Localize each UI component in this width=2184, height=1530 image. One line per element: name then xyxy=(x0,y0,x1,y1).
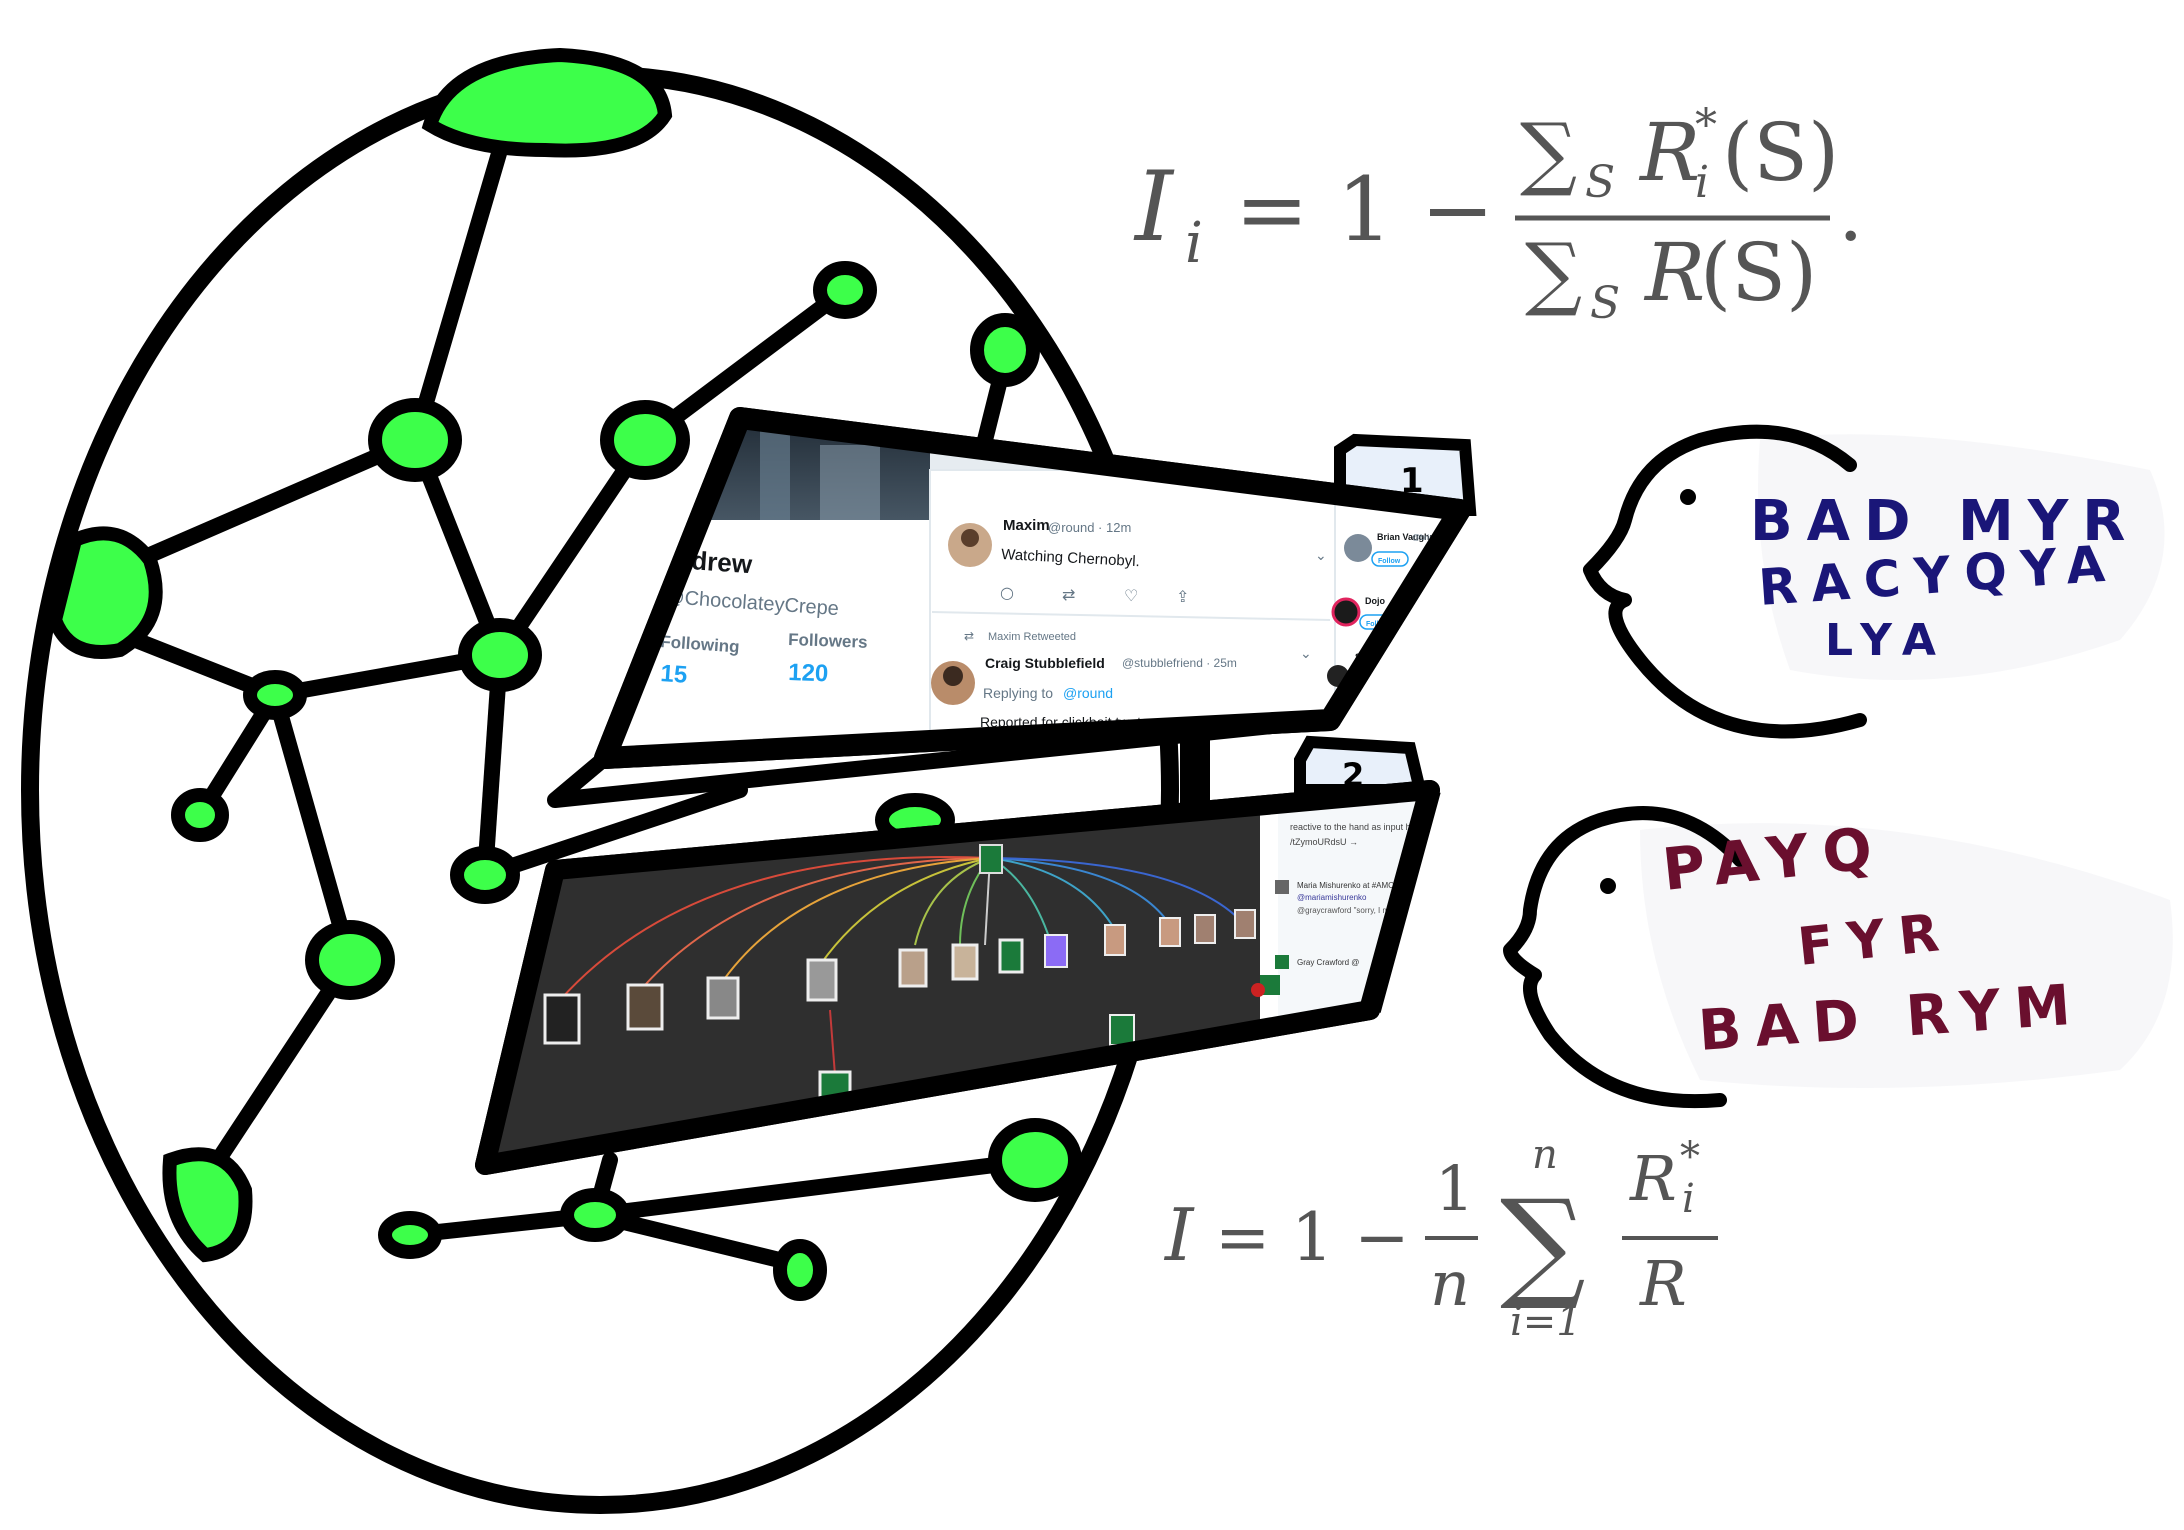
thought-cloud-red xyxy=(1640,823,2173,1088)
node-9 xyxy=(450,846,520,904)
formula-bottom-sum-top: n xyxy=(1532,1132,1558,1178)
node-10 xyxy=(378,1211,442,1259)
tweet-2-reply-to[interactable]: @round xyxy=(1063,685,1113,701)
tweet-2-reply-prefix: Replying to xyxy=(983,685,1053,701)
tweet-2-caret-icon[interactable]: ⌄ xyxy=(1300,646,1312,662)
node-4 xyxy=(970,313,1040,387)
formula-bottom-equals: = 1 − xyxy=(1215,1199,1410,1276)
node-bottom-left-cap xyxy=(162,1147,253,1263)
screen-2-tab xyxy=(1294,735,1428,796)
followers-label[interactable]: Followers xyxy=(788,630,868,652)
tweet-1-share-icon[interactable]: ⇪ xyxy=(1176,587,1189,606)
node-6 xyxy=(243,670,307,720)
following-count[interactable]: 15 xyxy=(660,660,689,689)
tweet-2-retweet-note: Maxim Retweeted xyxy=(988,631,1076,643)
formula-bottom: I = 1 − 1 n n ∑ i=1 R * i R xyxy=(1163,1132,1718,1345)
formula-top-period: . xyxy=(1838,166,1863,259)
node-top-cap xyxy=(421,47,673,158)
node-11 xyxy=(560,1188,630,1242)
formula-bottom-lhs: I xyxy=(1163,1193,1195,1277)
graph-nodes[interactable] xyxy=(543,844,1256,1114)
side-text-2: /tZymoURdsU → xyxy=(1290,837,1358,847)
thought-cloud-blue xyxy=(1758,434,2165,680)
tweet-2-handle[interactable]: @stubblefriend · 25m xyxy=(1122,656,1237,670)
head-bottom-eye xyxy=(1600,878,1616,894)
formula-top-den-sub: S xyxy=(1590,278,1620,329)
formula-top-num-var-sub: i xyxy=(1695,157,1709,208)
node-8 xyxy=(305,920,395,1000)
head-top: BAD MYR RACYQYA LYA xyxy=(1583,424,2165,739)
suggestion-1-avatar[interactable] xyxy=(1344,534,1372,562)
suggestion-2-name[interactable]: Dojo xyxy=(1365,596,1385,606)
formula-top-num-sup: * xyxy=(1695,100,1717,151)
side-text-1: reactive to the hand as input https://t.… xyxy=(1290,822,1447,832)
head-bottom-outline xyxy=(1503,806,1747,1109)
formula-top-den-arg: (S) xyxy=(1700,226,1817,319)
node-1 xyxy=(368,398,462,482)
tweet-2-author[interactable]: Craig Stubblefield xyxy=(985,655,1105,671)
formula-bottom-sum-bottom: i=1 xyxy=(1510,1299,1582,1345)
formula-bottom-ratio-sub: i xyxy=(1682,1176,1695,1222)
suggestion-2-avatar[interactable] xyxy=(1331,597,1361,627)
formula-top-lhs: I xyxy=(1133,151,1175,263)
tweet-1-caret-icon[interactable]: ⌄ xyxy=(1315,548,1327,564)
suggestion-1-follow-label: Follow xyxy=(1378,558,1401,565)
formula-bottom-frac-num: 1 xyxy=(1435,1152,1474,1225)
formula-top-den-var: R xyxy=(1643,226,1705,319)
formula-top: I i = 1 − ∑ S R * i (S) ∑ S R (S) . xyxy=(1133,100,1863,329)
formula-top-num-var: R xyxy=(1638,106,1700,199)
node-5 xyxy=(458,618,542,692)
screen-1-label: 1 xyxy=(1400,461,1424,501)
screen-2-label: 2 xyxy=(1342,756,1364,794)
screen-2: 2 xyxy=(475,735,1447,1175)
node-3 xyxy=(813,261,877,319)
suggestion-1-follow-button[interactable] xyxy=(1371,551,1409,567)
blue-letters-line-1: BAD MYR xyxy=(1750,489,2139,554)
formula-bottom-ratio-den: R xyxy=(1639,1247,1687,1320)
tweet-1-reply-icon[interactable]: ○ xyxy=(1000,583,1014,602)
node-12 xyxy=(773,1239,827,1301)
formula-bottom-sum: ∑ xyxy=(1500,1175,1586,1314)
node-2 xyxy=(600,400,690,480)
side-text-6[interactable]: Gray Crawford @ xyxy=(1297,958,1359,967)
suggestion-1-name[interactable]: Brian Vaughn xyxy=(1377,532,1435,542)
formula-top-lhs-sub: i xyxy=(1185,211,1203,276)
side-text-5: @graycrawford "sorry, I mean xyxy=(1297,906,1403,915)
formula-bottom-frac-den: n xyxy=(1430,1247,1470,1320)
network-nodes xyxy=(47,47,1082,1301)
tweet-1-retweet-icon[interactable]: ⇄ xyxy=(1062,585,1075,604)
formula-bottom-ratio-sup: * xyxy=(1680,1134,1700,1180)
tweet-1-handle[interactable]: @round · 12m xyxy=(1048,520,1131,535)
node-7 xyxy=(171,788,229,842)
network-globe xyxy=(21,47,1179,1514)
followers-count[interactable]: 120 xyxy=(788,659,829,687)
side-text-4[interactable]: @mariamishurenko xyxy=(1297,893,1367,902)
formula-top-num-arg: (S) xyxy=(1722,106,1839,199)
retweet-indicator-icon: ⇄ xyxy=(964,629,974,643)
formula-top-num-sum: ∑ xyxy=(1520,106,1577,199)
suggestion-3-handle: @SiteKickr xyxy=(1384,654,1424,663)
head-top-eye xyxy=(1680,489,1696,505)
formula-top-den-sum: ∑ xyxy=(1525,226,1582,319)
head-top-outline xyxy=(1583,424,1867,739)
side-text-3[interactable]: Maria Mishurenko at #AMC2019 xyxy=(1297,881,1412,890)
tweet-1-author[interactable]: Maxim xyxy=(1003,517,1050,534)
head-bottom: PAYQ FYR BAD RYM xyxy=(1503,806,2173,1109)
formula-top-equals: = 1 − xyxy=(1235,158,1494,261)
blue-letters-line-3: LYA xyxy=(1825,615,1950,666)
formula-bottom-ratio-num: R xyxy=(1629,1142,1677,1215)
node-left-cap xyxy=(47,526,163,659)
tweet-1-like-icon[interactable]: ♡ xyxy=(1124,586,1138,605)
node-13 xyxy=(988,1118,1082,1202)
formula-top-num-sub: S xyxy=(1585,157,1615,208)
